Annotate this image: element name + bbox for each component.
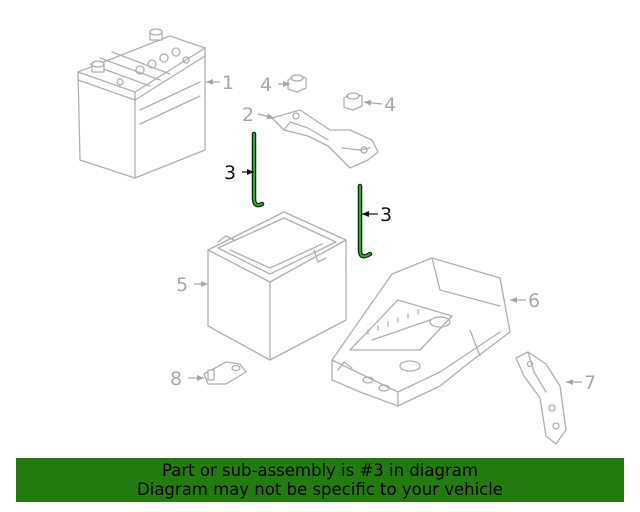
- callout-3b-label: 3: [380, 204, 392, 226]
- banner-line-2: Diagram may not be specific to your vehi…: [137, 480, 503, 499]
- nut-part: [287, 74, 307, 93]
- battery-insulator-part: [207, 211, 347, 361]
- nut-part-2: [343, 92, 363, 111]
- battery-part: [77, 28, 206, 179]
- callout-4b-arrow: [363, 99, 383, 106]
- callout-8-label: 8: [170, 368, 182, 390]
- parts-diagram: 1 2 3 3 4 4 5 6 7 8: [77, 28, 596, 445]
- callout-1-label: 1: [222, 72, 234, 94]
- tray-bracket-part: [515, 351, 567, 445]
- banner-line-1: Part or sub-assembly is #3 in diagram: [162, 461, 478, 480]
- callout-4a-label: 4: [260, 74, 272, 96]
- diagram-notice-banner: Part or sub-assembly is #3 in diagram Di…: [16, 458, 624, 502]
- hold-down-bracket-part: [271, 109, 379, 169]
- callout-3a-label: 3: [224, 162, 236, 184]
- callout-2-arrow: [257, 113, 275, 120]
- clamp-part: [203, 361, 247, 385]
- callout-6-label: 6: [528, 290, 540, 312]
- battery-tray-part: [331, 257, 511, 407]
- callout-7-label: 7: [584, 372, 596, 394]
- hold-down-rod-part: [251, 131, 265, 208]
- callout-2-label: 2: [242, 104, 254, 126]
- callout-4b-label: 4: [384, 94, 396, 116]
- hold-down-rod-part-2: [357, 183, 373, 259]
- callout-5-label: 5: [176, 274, 188, 296]
